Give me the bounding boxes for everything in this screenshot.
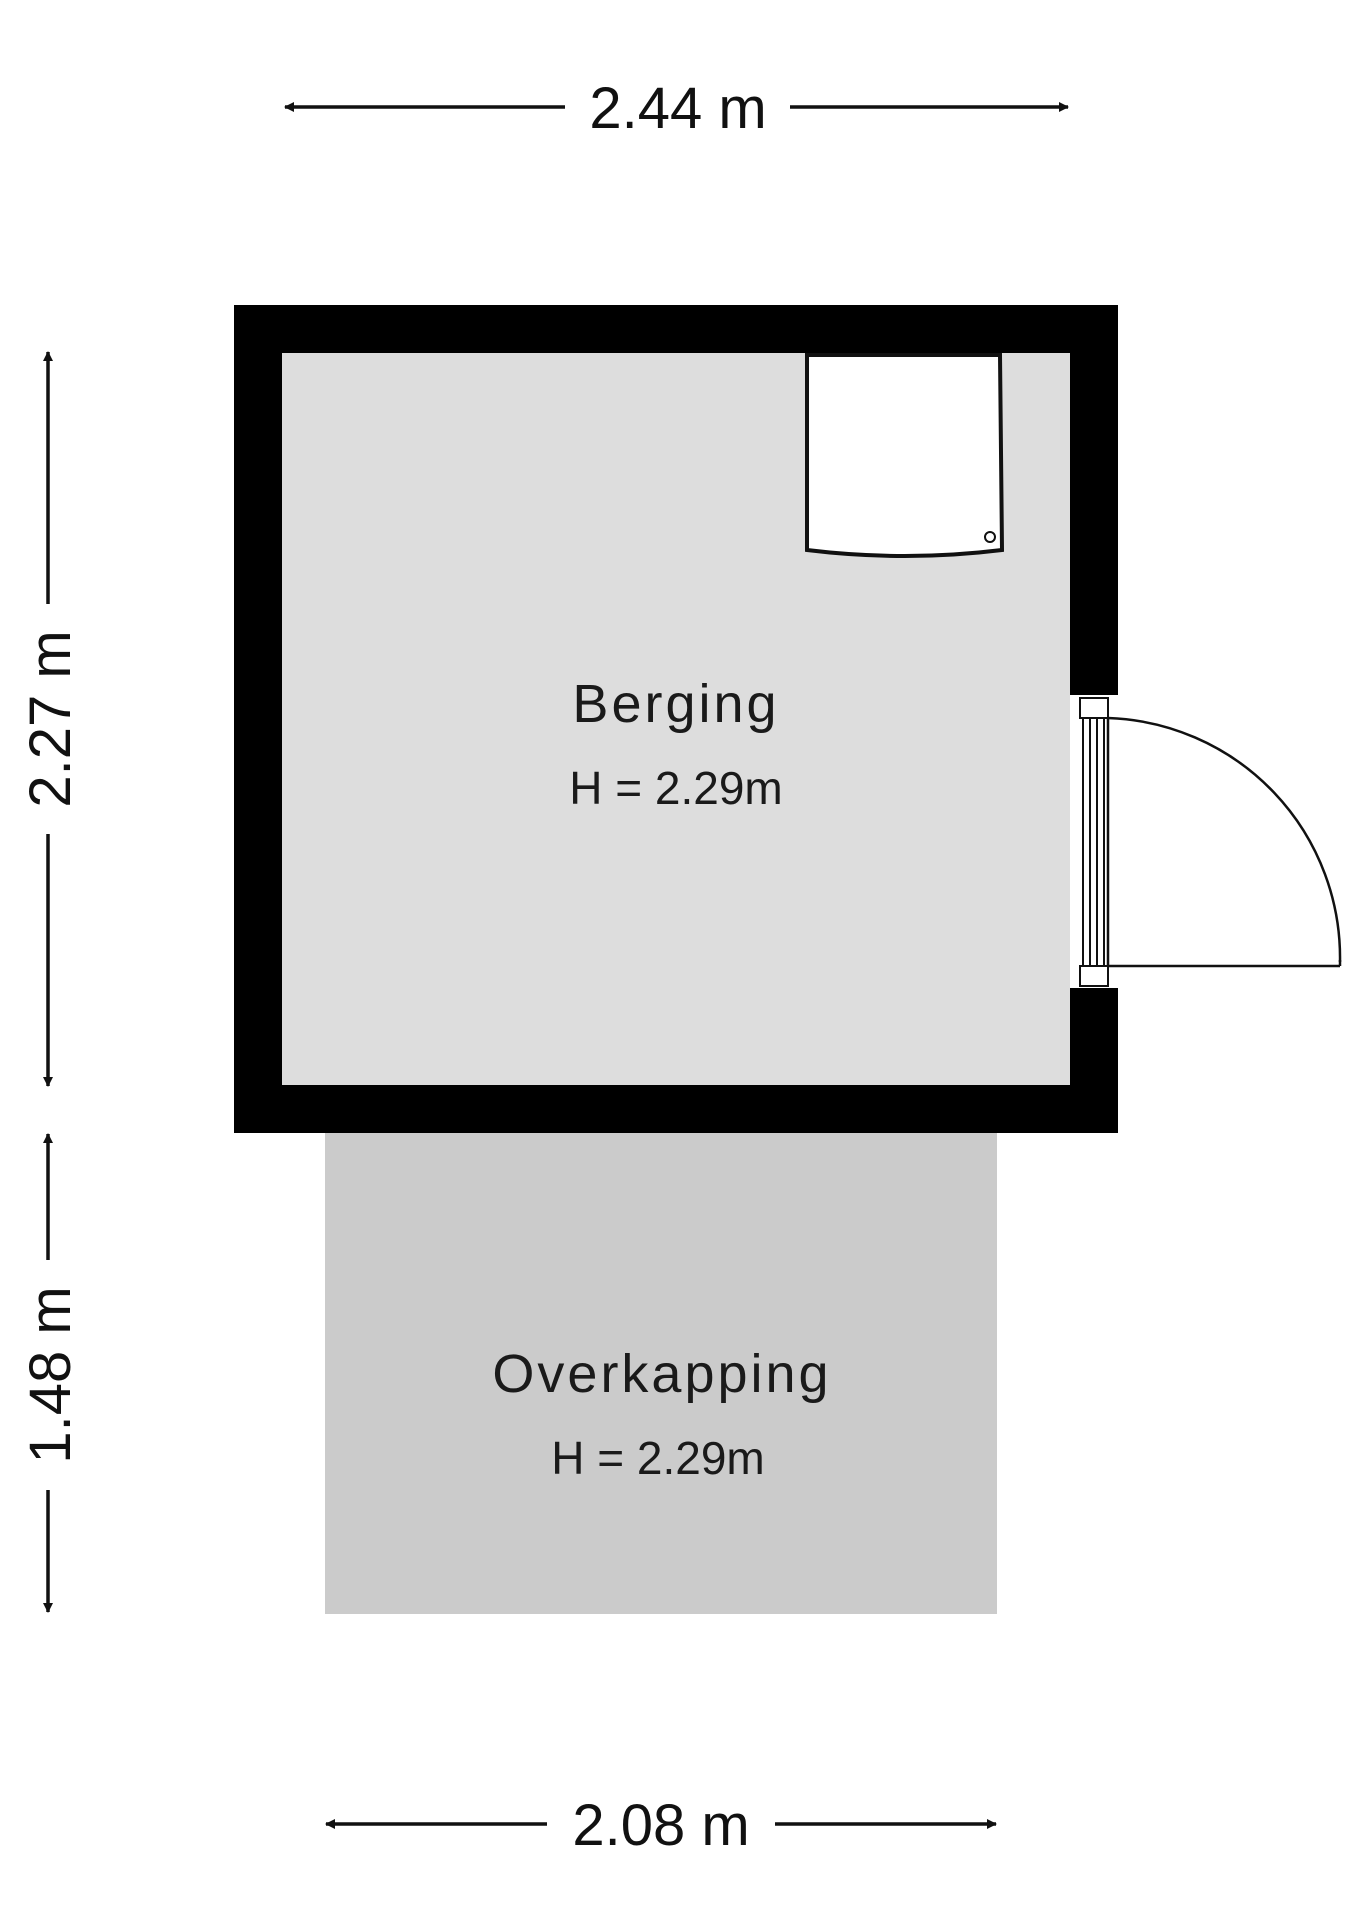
dimension-bottom-label: 2.08 m — [572, 1793, 749, 1858]
dimension-left-upper-label: 2.27 m — [18, 630, 83, 807]
door-swing-icon — [1106, 716, 1342, 968]
berging-room-height: H = 2.29m — [569, 762, 783, 814]
door-opening — [1070, 695, 1118, 988]
door-frame — [1079, 697, 1109, 987]
berging-room-name: Berging — [572, 674, 779, 734]
overkapping-area — [325, 1132, 997, 1614]
overkapping-room-name: Overkapping — [492, 1344, 831, 1404]
appliance-icon — [805, 353, 1005, 558]
dimension-left-lower-label: 1.48 m — [18, 1286, 83, 1463]
overkapping-room-height: H = 2.29m — [551, 1432, 765, 1484]
dimension-top-label: 2.44 m — [589, 76, 766, 141]
